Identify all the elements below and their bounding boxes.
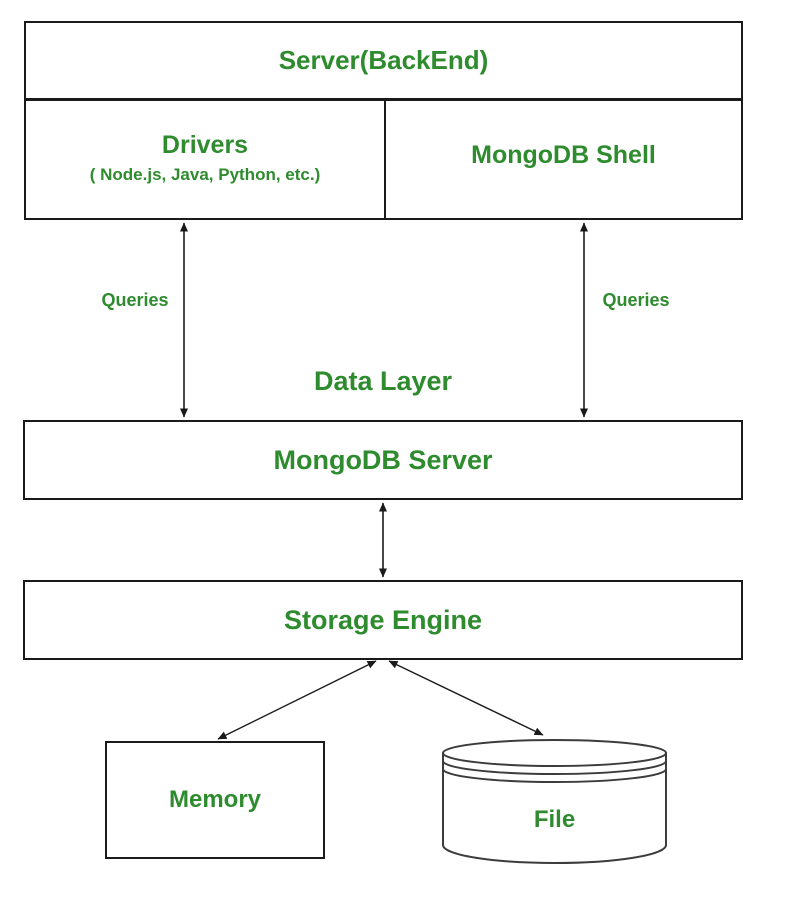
storage-engine-label: Storage Engine (283, 604, 483, 635)
mongodb-shell-box: MongoDB Shell (384, 99, 743, 220)
server-backend-box: Server(BackEnd) (24, 21, 743, 100)
drivers-sublabel: ( Node.js, Java, Python, etc.) (89, 164, 321, 184)
mongodb-server-box: MongoDB Server (23, 420, 743, 500)
queries-label-right: Queries (602, 290, 670, 310)
drivers-box: Drivers ( Node.js, Java, Python, etc.) (24, 99, 386, 220)
storage-memory-arrow (217, 660, 377, 740)
mongodb-shell-label: MongoDB Shell (471, 141, 656, 169)
queries-label-left: Queries (101, 290, 169, 310)
server-backend-label: Server(BackEnd) (278, 45, 489, 75)
mongodb-server-label: MongoDB Server (273, 444, 493, 475)
storage-engine-box: Storage Engine (23, 580, 743, 660)
file-database-cylinder-icon (442, 739, 667, 864)
drivers-label: Drivers (161, 130, 249, 159)
memory-label: Memory (168, 786, 262, 813)
data-layer-label: Data Layer (313, 366, 453, 396)
file-label: File (533, 806, 576, 833)
storage-file-arrow (388, 660, 544, 736)
memory-box: Memory (105, 741, 325, 859)
